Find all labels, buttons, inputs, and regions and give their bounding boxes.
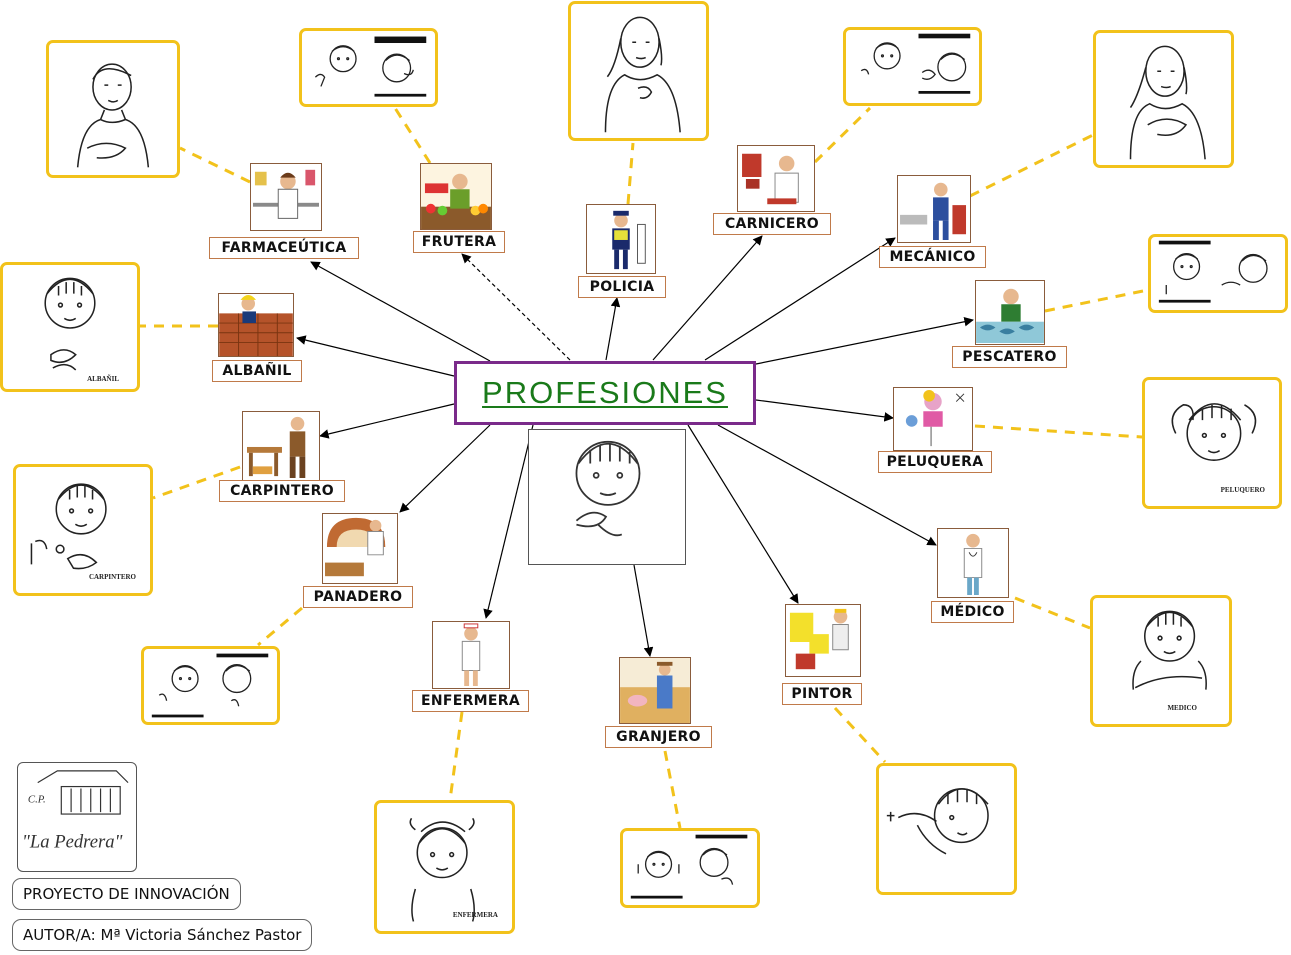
- label-farmaceutica: FARMACEÚTICA: [209, 237, 359, 259]
- picture-peluquera: [893, 387, 973, 451]
- author-label: AUTOR/A: Mª Victoria Sánchez Pastor: [12, 919, 313, 951]
- label-policia: POLICIA: [578, 276, 666, 298]
- picture-frutera: [420, 163, 492, 230]
- sign-caption: MEDICO: [1167, 704, 1197, 712]
- sign-card-farmaceutica: [46, 40, 180, 178]
- label-enfermera: ENFERMERA: [412, 690, 529, 712]
- label-panadero: PANADERO: [303, 586, 413, 608]
- sign-card-enfermera: ENFERMERA: [374, 800, 515, 934]
- picture-policia: [586, 204, 656, 274]
- sign-card-albanil: ALBAÑIL: [0, 262, 140, 392]
- sign-card-pescatero: [1148, 234, 1288, 313]
- face-sign-drawing: [44, 277, 96, 371]
- picture-albanil: [218, 293, 294, 357]
- sign-card-frutera: [299, 28, 438, 107]
- sign-card-peluquero: PELUQUERO: [1142, 377, 1282, 509]
- picture-panadero: [322, 513, 398, 584]
- sign-caption: ALBAÑIL: [87, 375, 119, 383]
- two-face-sign-drawing: [860, 33, 971, 94]
- picture-farmaceutica: [250, 163, 322, 231]
- label-granjero: GRANJERO: [605, 726, 712, 748]
- two-face-sign-drawing: [151, 653, 269, 718]
- sign-caption: PELUQUERO: [1220, 486, 1265, 494]
- face-sign-drawing: [886, 788, 989, 855]
- picture-enfermera: [432, 621, 510, 689]
- picture-granjero: [619, 657, 691, 724]
- central-title-box: PROFESIONES: [454, 361, 756, 425]
- sign-card-carpintero: CARPINTERO: [13, 464, 153, 596]
- school-logo: C.P. "La Pedrera": [17, 762, 137, 872]
- label-carnicero: CARNICERO: [713, 213, 831, 235]
- label-mecanico: MECÁNICO: [879, 246, 986, 268]
- person-sign-drawing: [604, 16, 681, 133]
- sign-card-medico: MEDICO: [1090, 595, 1232, 727]
- picture-pescatero: [975, 280, 1045, 345]
- two-face-sign-drawing: [1158, 240, 1268, 303]
- face-sign-drawing: [30, 483, 107, 570]
- sign-card-policia: [568, 1, 709, 141]
- picture-pintor: [785, 604, 861, 677]
- picture-medico: [937, 528, 1009, 598]
- face-sign-drawing: [1171, 403, 1257, 461]
- logo-name: "La Pedrera": [22, 831, 123, 852]
- picture-mecanico: [897, 175, 971, 243]
- two-face-sign-drawing: [630, 834, 748, 899]
- sign-caption: ENFERMERA: [452, 911, 498, 919]
- label-peluquera: PELUQUERA: [878, 451, 992, 473]
- sign-card-pintor: [876, 763, 1017, 895]
- school-logo-drawing: C.P. "La Pedrera": [22, 770, 129, 852]
- label-frutera: FRUTERA: [413, 231, 505, 253]
- picture-carpintero: [242, 411, 320, 481]
- label-carpintero: CARPINTERO: [219, 480, 345, 502]
- label-pintor: PINTOR: [782, 683, 862, 705]
- face-sign-drawing: [1132, 610, 1207, 690]
- person-sign-drawing: [1129, 45, 1206, 160]
- label-albanil: ALBAÑIL: [212, 360, 302, 382]
- two-face-sign-drawing: [314, 36, 427, 97]
- central-sign-picture: [528, 429, 686, 565]
- sign-card-mecanico: [1093, 30, 1234, 168]
- face-sign-drawing: [575, 440, 641, 537]
- person-sign-drawing: [76, 63, 150, 168]
- label-medico: MÉDICO: [931, 601, 1014, 623]
- picture-carnicero: [737, 145, 815, 212]
- central-title: PROFESIONES: [482, 375, 728, 410]
- sign-connectors: [140, 106, 1149, 829]
- face-sign-drawing: [409, 817, 475, 922]
- sign-card-granjero: [620, 828, 760, 908]
- profession-arrows: [296, 235, 974, 657]
- logo-top-text: C.P.: [28, 793, 46, 805]
- sign-caption: CARPINTERO: [88, 573, 136, 581]
- label-pescatero: PESCATERO: [952, 346, 1067, 368]
- sign-card-carnicero: [843, 27, 982, 106]
- project-label: PROYECTO DE INNOVACIÓN: [12, 878, 241, 910]
- sign-card-panadero: [141, 646, 280, 725]
